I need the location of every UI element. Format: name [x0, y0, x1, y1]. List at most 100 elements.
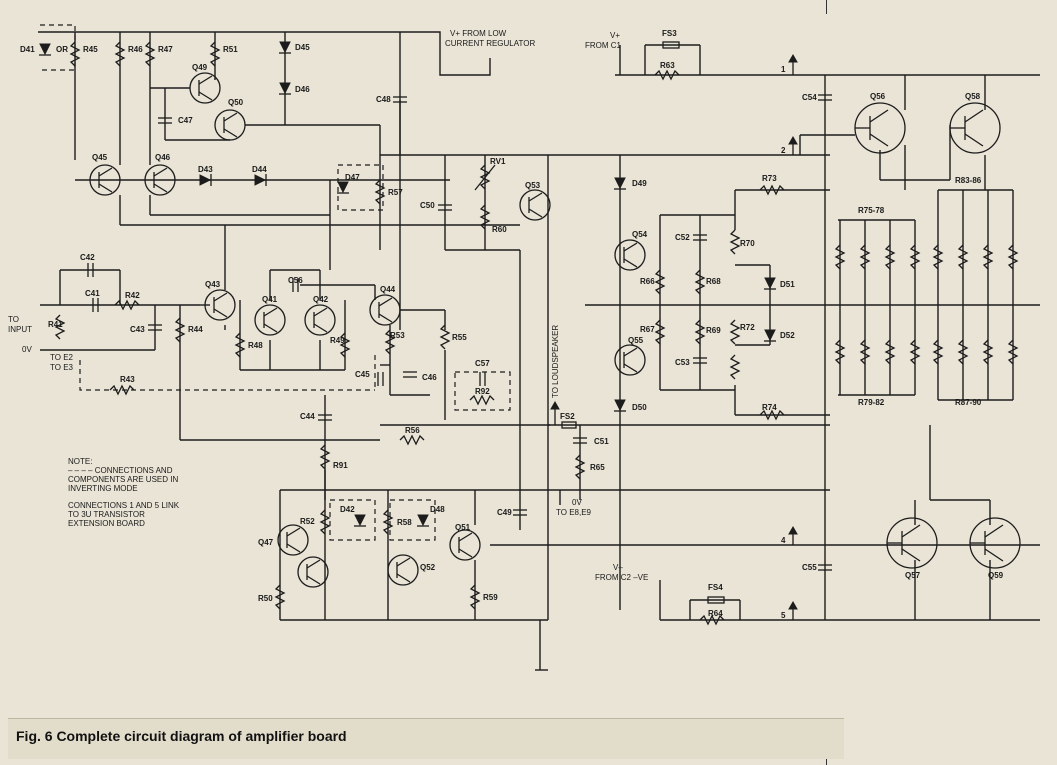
svg-text:D46: D46 — [295, 85, 310, 94]
svg-text:R79-82: R79-82 — [858, 398, 885, 407]
svg-text:R45: R45 — [83, 45, 98, 54]
transistor-q43 — [204, 289, 236, 321]
svg-text:Q43: Q43 — [205, 280, 221, 289]
svg-text:D49: D49 — [632, 179, 647, 188]
vplus-c1-label: V+ — [610, 31, 620, 40]
svg-text:R49: R49 — [330, 336, 345, 345]
vminus-label: V– — [613, 563, 623, 572]
notes-block: NOTE: – – – – CONNECTIONS AND COMPONENTS… — [68, 457, 180, 528]
svg-text:D52: D52 — [780, 331, 795, 340]
vplus-low-label-2: CURRENT REGULATOR — [445, 39, 535, 48]
svg-text:R63: R63 — [660, 61, 675, 70]
svg-text:FS2: FS2 — [560, 412, 575, 421]
svg-text:R91: R91 — [333, 461, 348, 470]
svg-text:D47: D47 — [345, 173, 360, 182]
svg-text:D42: D42 — [340, 505, 355, 514]
transistor-q55 — [614, 344, 646, 376]
connection-number-1: 1 — [781, 65, 786, 74]
note-title: NOTE: — [68, 457, 92, 466]
transistor-q48 — [297, 556, 329, 588]
transistor-q44 — [369, 294, 401, 326]
svg-text:C49: C49 — [497, 508, 512, 517]
svg-text:C43: C43 — [130, 325, 145, 334]
svg-text:R52: R52 — [300, 517, 315, 526]
svg-text:Q52: Q52 — [420, 563, 436, 572]
svg-text:C46: C46 — [422, 373, 437, 382]
component-labels: D41 R45 R46 R47 R51 D45 D46 Q49 Q50 C47 … — [20, 29, 1004, 618]
transistor-q49 — [189, 72, 221, 104]
svg-text:Q49: Q49 — [192, 63, 208, 72]
svg-text:D51: D51 — [780, 280, 795, 289]
svg-text:D50: D50 — [632, 403, 647, 412]
transistor-q52 — [387, 554, 419, 586]
svg-text:R64: R64 — [708, 609, 723, 618]
svg-text:C50: C50 — [420, 201, 435, 210]
svg-text:R51: R51 — [223, 45, 238, 54]
link-line-1: CONNECTIONS 1 AND 5 LINK — [68, 501, 180, 510]
svg-text:C51: C51 — [594, 437, 609, 446]
svg-text:Q53: Q53 — [525, 181, 541, 190]
transistor-q53 — [519, 189, 551, 221]
svg-text:Q54: Q54 — [632, 230, 648, 239]
link-line-2: TO 3U TRANSISTOR — [68, 510, 145, 519]
connection-number-2: 2 — [781, 146, 786, 155]
connection-number-labels: 1 2 4 5 — [781, 65, 786, 620]
svg-text:R53: R53 — [390, 331, 405, 340]
inverting-mode-connections — [40, 24, 511, 541]
vplus-c1-label-2: FROM C1 — [585, 41, 622, 50]
note-line-2: COMPONENTS ARE USED IN — [68, 475, 178, 484]
transistor-q54 — [614, 239, 646, 271]
svg-text:R66: R66 — [640, 277, 655, 286]
transistor-q42 — [304, 304, 336, 336]
svg-text:FS4: FS4 — [708, 583, 723, 592]
to-e2-label: TO E2 — [50, 353, 74, 362]
diodes — [39, 41, 776, 527]
svg-text:R67: R67 — [640, 325, 655, 334]
svg-text:FS3: FS3 — [662, 29, 677, 38]
svg-text:Q57: Q57 — [905, 571, 921, 580]
connection-number-5: 5 — [781, 611, 786, 620]
svg-text:R41: R41 — [48, 320, 63, 329]
svg-text:R48: R48 — [248, 341, 263, 350]
transistor-q51 — [449, 529, 481, 561]
transistor-q58 — [949, 102, 1001, 154]
input-label: TO — [8, 315, 19, 324]
svg-text:Q44: Q44 — [380, 285, 396, 294]
svg-text:C56: C56 — [288, 276, 303, 285]
or-text: OR — [56, 45, 68, 54]
vplus-low-label: V+ FROM LOW — [450, 29, 507, 38]
svg-text:D44: D44 — [252, 165, 267, 174]
svg-text:Q47: Q47 — [258, 538, 274, 547]
connection-number-4: 4 — [781, 536, 786, 545]
svg-text:D45: D45 — [295, 43, 310, 52]
svg-text:R83-86: R83-86 — [955, 176, 982, 185]
vminus-label-2: FROM C2 –VE — [595, 573, 648, 582]
transistor-q47 — [277, 524, 309, 556]
svg-text:C47: C47 — [178, 116, 193, 125]
svg-text:C54: C54 — [802, 93, 817, 102]
svg-text:R72: R72 — [740, 323, 755, 332]
supply-labels: OR V+ FROM LOW CURRENT REGULATOR V+ FROM… — [8, 29, 648, 582]
svg-text:R46: R46 — [128, 45, 143, 54]
transistor-q59 — [969, 517, 1021, 569]
svg-text:R73: R73 — [762, 174, 777, 183]
svg-text:C53: C53 — [675, 358, 690, 367]
svg-text:R50: R50 — [258, 594, 273, 603]
figure-caption-box: Fig. 6 Complete circuit diagram of ampli… — [8, 718, 844, 759]
svg-text:Q42: Q42 — [313, 295, 329, 304]
transistor-q56 — [854, 102, 906, 154]
svg-text:D41: D41 — [20, 45, 35, 54]
ov-e8-label-2: TO E8,E9 — [556, 508, 592, 517]
svg-text:R55: R55 — [452, 333, 467, 342]
transistor-q46 — [144, 164, 176, 196]
note-line-1: – – – – CONNECTIONS AND — [68, 466, 173, 475]
zero-v-label: 0V — [22, 345, 32, 354]
svg-text:R87-90: R87-90 — [955, 398, 982, 407]
svg-text:R69: R69 — [706, 326, 721, 335]
transistor-q50 — [214, 109, 246, 141]
fuses — [561, 41, 725, 604]
transistor-q57 — [886, 517, 938, 569]
svg-text:C48: C48 — [376, 95, 391, 104]
svg-text:R43: R43 — [120, 375, 135, 384]
